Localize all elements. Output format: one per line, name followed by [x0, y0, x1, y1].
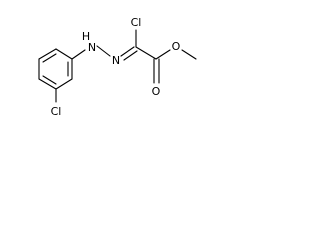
ring-double-3: [42, 75, 57, 85]
atom-n-bottom: N: [112, 54, 120, 67]
ring-bond-1: [38, 48, 57, 60]
bond-o-methyl: [181, 49, 197, 60]
atom-o-bottom: O: [152, 85, 161, 98]
bond-c-c: [135, 46, 157, 60]
bond-n-c-1: [120, 46, 135, 57]
atom-cl-top: Cl: [131, 16, 142, 29]
ring-bond-4: [55, 78, 73, 90]
bond-ring-nh: [71, 49, 86, 60]
bond-n-n: [96, 45, 111, 57]
ring-bond-5: [38, 78, 57, 90]
structure-canvas: H N N Cl Cl O O: [0, 0, 225, 137]
atom-n-top: N: [88, 41, 96, 54]
atom-o-top: O: [172, 40, 181, 53]
chemical-structure-diagram: H N N Cl Cl O O: [38, 16, 197, 118]
bond-n-c-2: [123, 50, 138, 61]
ring-bond-2: [55, 48, 73, 60]
bond-c-o-single: [155, 49, 171, 60]
atom-cl-ring: Cl: [51, 105, 62, 118]
ring-double-1: [42, 53, 57, 63]
atom-h-top: H: [82, 30, 90, 43]
